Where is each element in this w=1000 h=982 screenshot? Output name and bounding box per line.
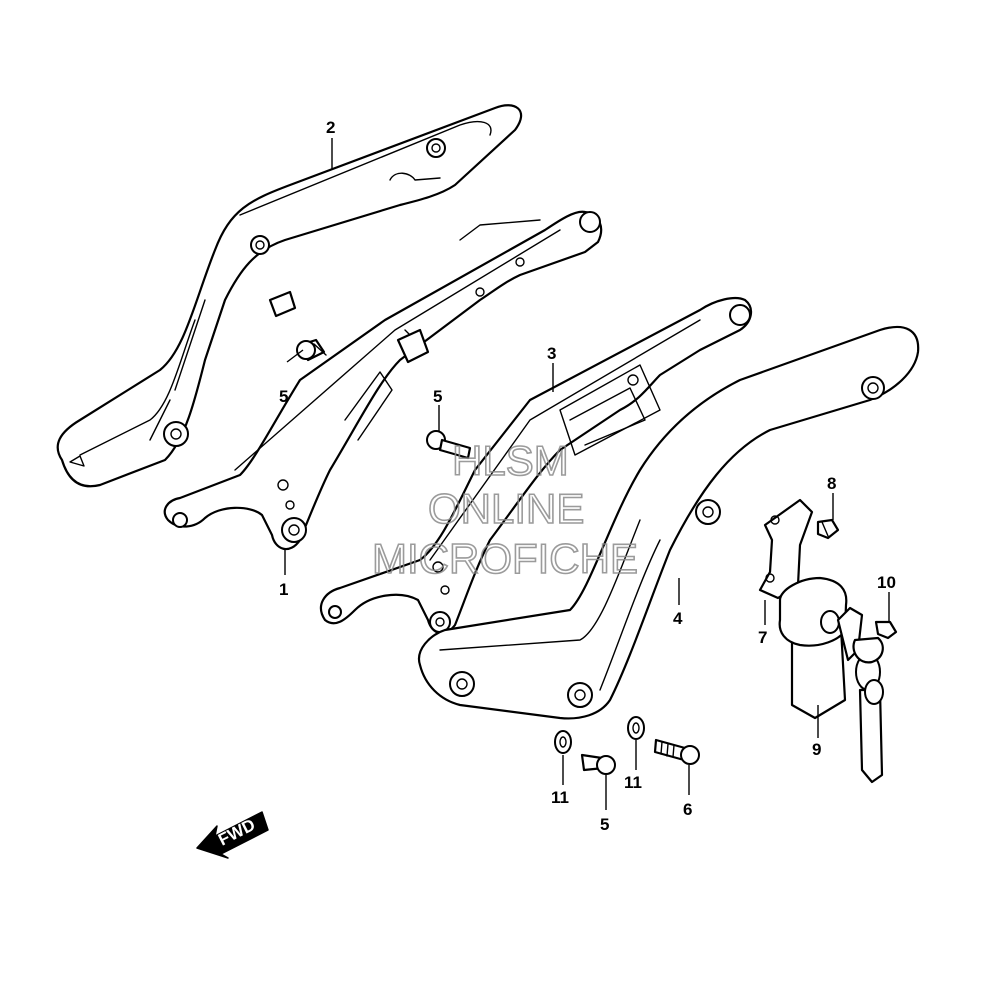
- callout-part-6: 6: [683, 800, 692, 819]
- callout-part-5c: 5: [600, 815, 609, 834]
- callout-part-3: 3: [547, 344, 556, 363]
- part-11a-washer: [554, 730, 572, 754]
- callout-part-11b: 11: [624, 773, 642, 792]
- part-5b-screw: [426, 430, 472, 460]
- callout-part-5a: 5: [279, 387, 288, 406]
- part-5a-screw: [296, 338, 327, 362]
- part-8-bolt: [816, 518, 840, 540]
- part-5c-screw: [580, 753, 616, 775]
- callout-part-10: 10: [877, 573, 896, 592]
- callout-part-7: 7: [758, 628, 767, 647]
- callout-part-11a: 11: [551, 788, 569, 807]
- watermark-line-3: MICROFICHE: [372, 535, 638, 582]
- fwd-arrow-icon: FWD: [196, 811, 269, 859]
- part-6-bolt: [653, 738, 700, 765]
- callout-part-8: 8: [827, 474, 836, 493]
- part-3-bracket: [319, 296, 753, 635]
- callout-part-9: 9: [812, 740, 821, 759]
- part-10-bolt: [874, 620, 898, 640]
- callout-part-1: 1: [279, 580, 288, 599]
- part-1-bracket: [163, 210, 603, 551]
- part-4-side-cover: [417, 325, 920, 720]
- part-2-rail-cover: [56, 104, 523, 488]
- watermark-line-1: HLSM: [452, 437, 569, 484]
- part-11b-washer: [627, 716, 645, 740]
- part-9-seat-lock: [778, 576, 884, 784]
- leader-lines: [284, 138, 890, 810]
- callout-part-2: 2: [326, 118, 335, 137]
- callout-part-4: 4: [673, 609, 683, 628]
- callout-part-5b: 5: [433, 387, 442, 406]
- watermark-line-2: ONLINE: [428, 485, 584, 532]
- watermark: HLSM ONLINE MICROFICHE: [371, 436, 639, 583]
